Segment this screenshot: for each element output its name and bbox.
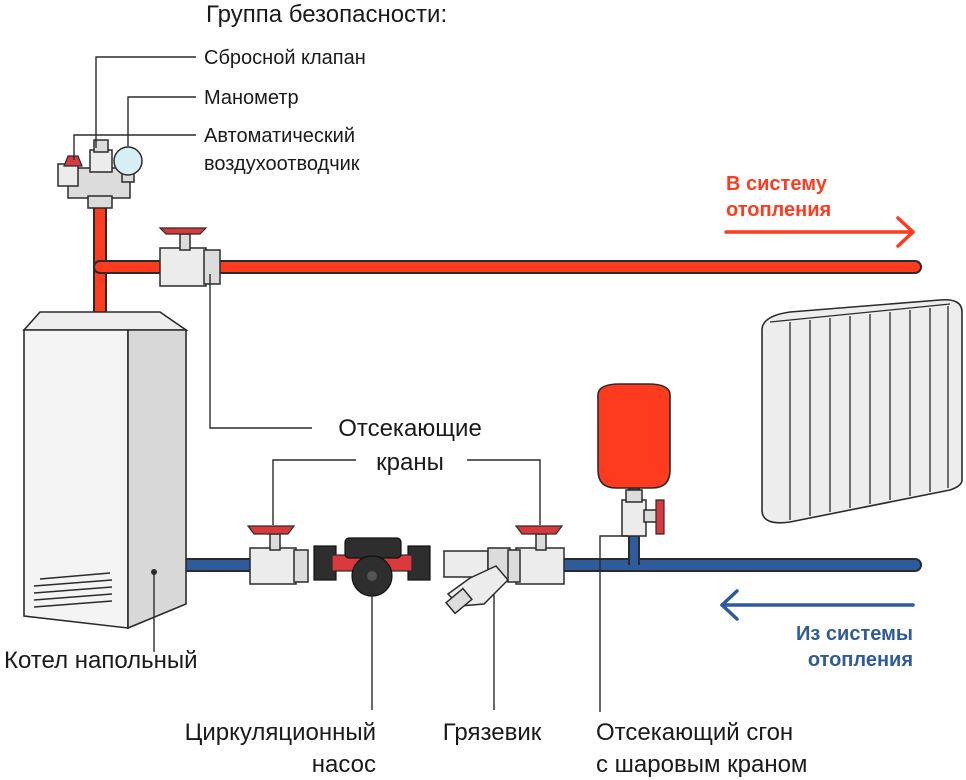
expansion-tank [597,383,671,489]
supply-pipe [93,199,922,319]
pressure-gauge-label: Манометр [204,87,299,109]
union-valve-label-line2: с шаровым краном [596,751,807,778]
return-flow-label-line1: Из системы [796,623,913,645]
relief-valve [89,139,113,173]
boiler-vent-grille [33,572,113,608]
strainer [443,547,511,615]
boiler-label: Котел напольный [4,647,198,674]
return-shutoff-valve-right [507,525,565,585]
shutoff-valves-label-line1: Отсекающие [338,415,482,442]
union-valve-label-line1: Отсекающий сгон [596,719,793,746]
circulation-pump [313,537,431,597]
radiator [761,298,963,524]
supply-flow-label-line1: В систему [726,173,828,195]
floor-boiler [22,311,189,630]
pump-label-line1: Циркуляционный [185,719,376,746]
safety-group [57,139,143,209]
air-vent-label-line2: воздухоотводчик [204,153,360,175]
supply-flow-arrow [724,216,915,248]
safety-group-title: Группа безопасности: [206,1,447,28]
pump-label-line2: насос [312,751,376,778]
return-flow-label-line2: отопления [808,649,913,671]
supply-flow-label-line2: отопления [726,199,831,221]
supply-shutoff-valve [158,227,221,287]
union-ball-valve [621,489,665,537]
relief-valve-cap [63,155,83,167]
leader-lines [73,56,628,712]
return-flow-arrow [720,589,915,621]
air-vent-label-line1: Автоматический [204,125,355,147]
shutoff-valves-label-line2: краны [376,449,444,476]
return-shutoff-valve-left [246,525,309,585]
pressure-gauge [113,146,143,183]
relief-valve-label: Сбросной клапан [204,47,366,69]
strainer-label: Грязевик [443,719,542,746]
